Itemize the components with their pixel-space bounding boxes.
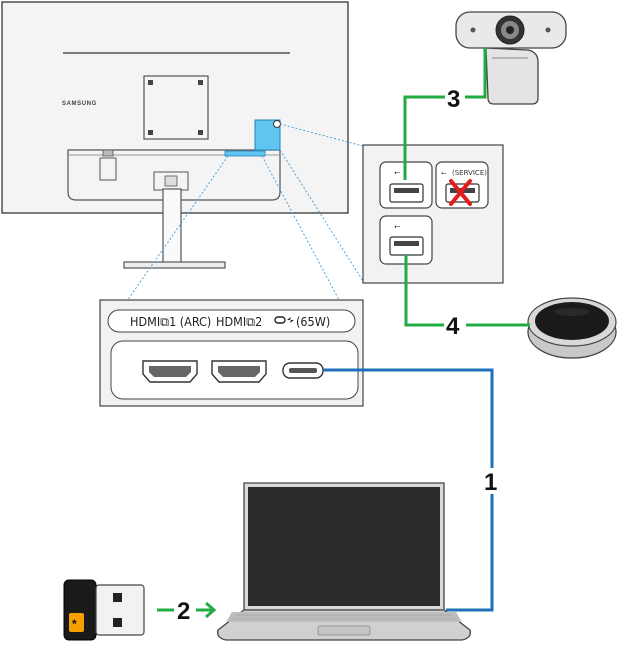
usb-port-panel: ⭠ ⭠ (SERVICE) ⭠ bbox=[362, 144, 504, 284]
do-not-use-x-icon bbox=[449, 179, 472, 206]
laptop bbox=[217, 482, 471, 641]
cable-4-speaker bbox=[404, 255, 530, 327]
service-label: (SERVICE) bbox=[452, 169, 487, 177]
orange-badge-icon bbox=[69, 613, 84, 632]
speakerphone bbox=[527, 297, 617, 359]
step-1-label: 1 bbox=[484, 469, 497, 496]
hdmi1-label: HDMI⧉1 (ARC) bbox=[130, 314, 211, 329]
video-port-panel: HDMI⧉1 (ARC) HDMI⧉2 (65W) bbox=[99, 299, 364, 407]
usb-symbol-icon: ⭠ bbox=[441, 170, 447, 177]
callout-lines bbox=[119, 123, 364, 312]
step-2-label: 2 bbox=[177, 598, 190, 625]
usb-c-power-icon bbox=[274, 316, 294, 324]
step-3-label: 3 bbox=[447, 86, 460, 113]
rear-port-area-highlight bbox=[224, 150, 266, 157]
usb-receiver-dongle: * bbox=[63, 579, 145, 641]
usb-symbol-icon: ⭠ bbox=[394, 222, 401, 231]
svg-text:*: * bbox=[72, 617, 77, 631]
vesa-mount bbox=[143, 75, 209, 140]
monitor-brand: SAMSUNG bbox=[62, 101, 97, 107]
usbc-label: (65W) bbox=[296, 314, 330, 329]
step-4-label: 4 bbox=[446, 313, 460, 340]
arrow-2-icon bbox=[157, 601, 217, 619]
monitor-stand bbox=[162, 188, 182, 264]
hdmi2-label: HDMI⧉2 bbox=[216, 314, 262, 329]
monitor-rear: SAMSUNG bbox=[1, 1, 349, 269]
usb-symbol-icon: ⭠ bbox=[394, 168, 401, 177]
webcam bbox=[455, 11, 567, 105]
